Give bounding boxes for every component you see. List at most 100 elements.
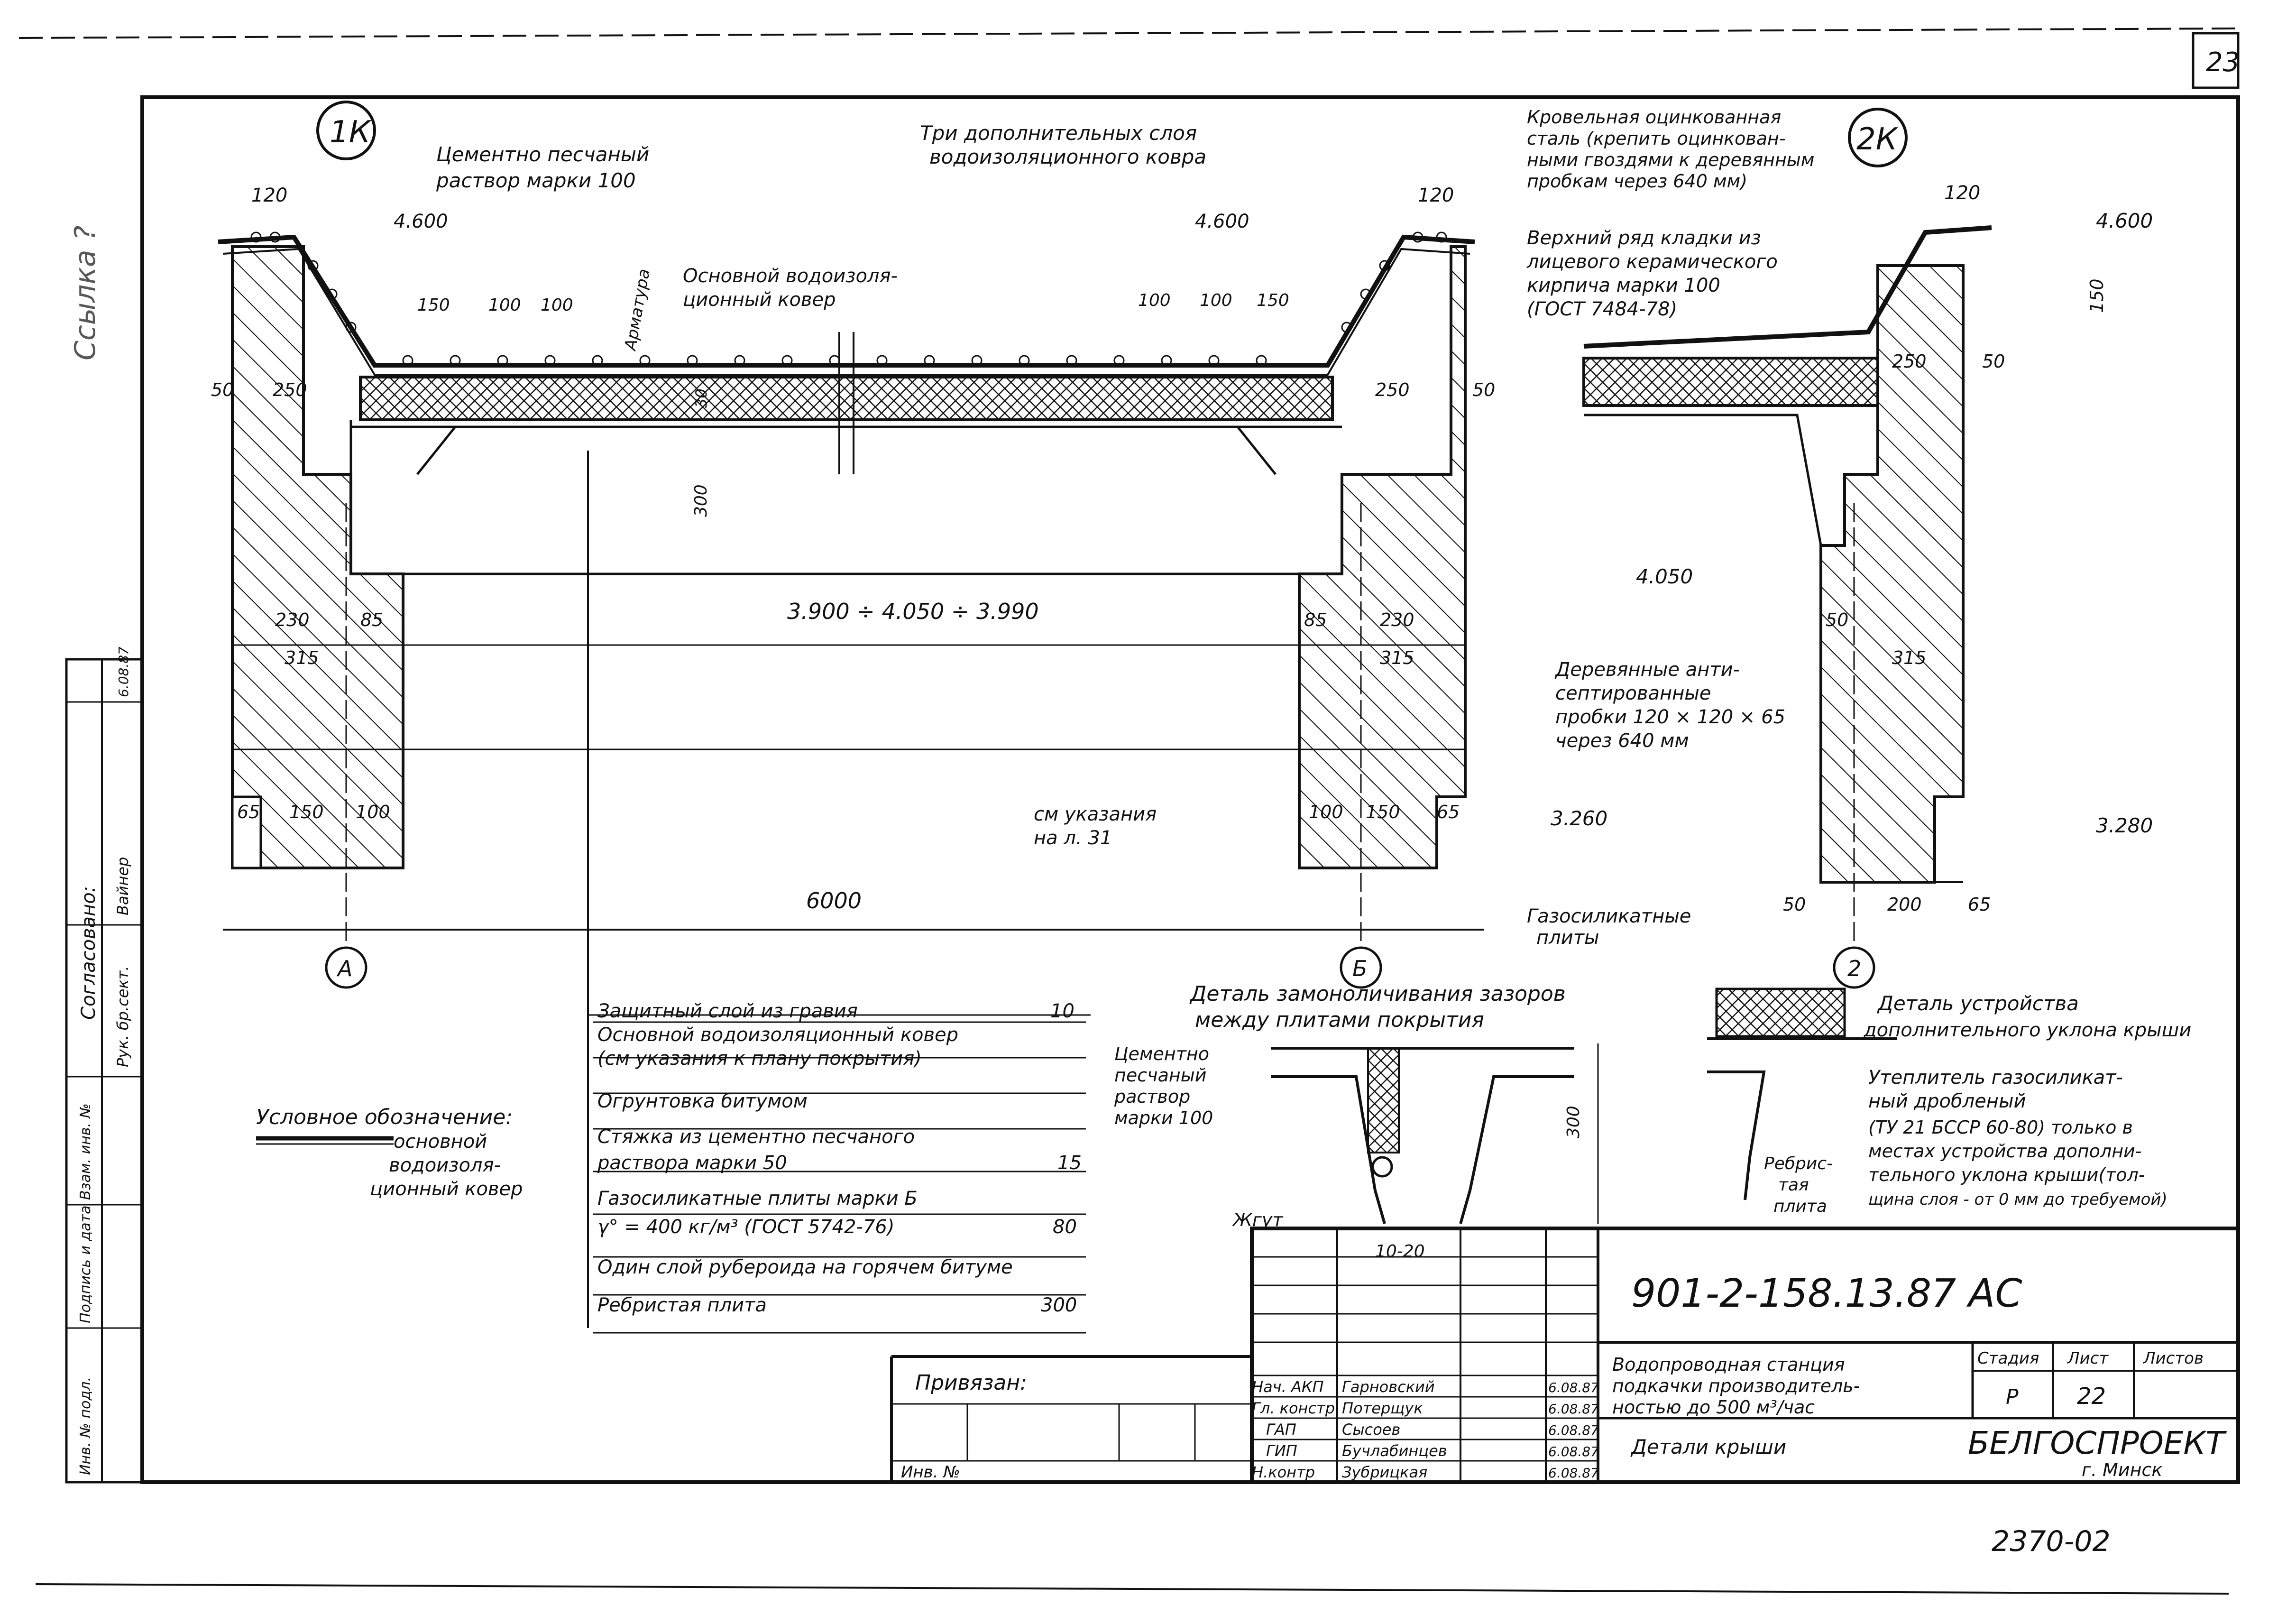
joint-mortar: Цементно — [1114, 1043, 1209, 1064]
side-sign-date: Подпись и дата — [77, 1206, 94, 1324]
reinforcement-label: Арматура — [621, 268, 654, 353]
callout-extra-layers: Три дополнительных слоя — [920, 121, 1197, 145]
joint-detail-sketch — [1271, 1043, 1599, 1224]
legend-item: водоизоля- — [389, 1154, 501, 1176]
staff-date: 6.08.87 — [1548, 1465, 1599, 1481]
staff-name: Потерщук — [1342, 1399, 1423, 1417]
legend-item: основной — [394, 1131, 487, 1153]
layers-list — [593, 1021, 1086, 1334]
level-3260: 3.260 — [1551, 807, 1607, 830]
callout-mortar: Цементно песчаный — [436, 143, 649, 166]
dim-1k-spacing-left: 100 — [541, 295, 573, 315]
dim-1k-left-50: 50 — [211, 379, 234, 400]
axis-2-circle — [1833, 946, 1875, 989]
detail-1k-marker-circle — [316, 101, 376, 160]
org-city: г. Минск — [2082, 1459, 2162, 1480]
detail-2k-marker: 2К — [1856, 122, 1899, 157]
side-date: 6.08.87 — [116, 646, 131, 697]
side-instead: Взам. инв. № — [77, 1103, 94, 1200]
layer-thickness: 300 — [1041, 1294, 1077, 1316]
layer-name: Защитный слой из гравия — [597, 1000, 858, 1022]
staff-name: Бучлабинцев — [1342, 1442, 1447, 1460]
gravel-dots — [250, 231, 1447, 366]
legend-item: ционный ковер — [370, 1178, 523, 1200]
stage-value: Р — [2006, 1385, 2019, 1409]
level-4050: 4.050 — [1636, 565, 1693, 588]
axis-b: Б — [1352, 956, 1368, 981]
detail-1k-section — [218, 231, 1484, 1328]
joint-mortar: раствор — [1114, 1086, 1190, 1107]
callout-mortar: раствор марки 100 — [436, 169, 636, 192]
staff-date: 6.08.87 — [1548, 1444, 1599, 1459]
dim-1k-spacing-left: 150 — [417, 295, 450, 315]
callout-plugs: через 640 мм — [1555, 730, 1689, 752]
slope-plates-label: Газосиликатные — [1527, 905, 1691, 927]
dim-1k-left-65: 65 — [237, 802, 260, 822]
dim-1k-right-50: 50 — [1472, 379, 1495, 400]
dim-2k-w-50b: 50 — [1826, 609, 1848, 630]
side-dept-name: Вайнер — [114, 857, 132, 915]
dim-1k-right-65: 65 — [1437, 802, 1460, 822]
callout-brick: лицевого керамического — [1526, 251, 1778, 273]
level-2k-top: 4.600 — [2096, 209, 2153, 232]
stage-head: Стадия — [1977, 1349, 2039, 1368]
slope-insulation: (ТУ 21 БССР 60-80) только в — [1868, 1117, 2133, 1138]
dim-1k-left-150: 150 — [289, 802, 324, 822]
legend-line-sample — [256, 1136, 394, 1145]
axis-a-circle — [325, 946, 367, 989]
staff-date: 6.08.87 — [1548, 1401, 1599, 1417]
layer-name: Стяжка из цементно песчаного — [597, 1126, 915, 1148]
dim-1k-spacing-left: 100 — [488, 295, 521, 315]
dim-1k-right-230: 230 — [1380, 609, 1414, 630]
slope-ribbed: Ребрис- — [1764, 1154, 1833, 1173]
level-1k-right: 4.600 — [1195, 211, 1249, 232]
slope-insulation: тельного уклона крыши(тол- — [1868, 1164, 2145, 1185]
dim-2k-w-315: 315 — [1892, 647, 1927, 668]
staff-date: 6.08.87 — [1548, 1422, 1599, 1438]
dim-2k-w-250: 250 — [1892, 351, 1927, 372]
dim-2k-top: 120 — [1944, 182, 1980, 204]
layer-name: γ° = 400 кг/м³ (ГОСТ 5742-76) — [597, 1216, 894, 1238]
layer-thickness: 10 — [1050, 1000, 1075, 1022]
project-name: ностью до 500 м³/час — [1612, 1397, 1815, 1418]
slope-title: дополнительного уклона крыши — [1863, 1019, 2191, 1041]
see-notes: на л. 31 — [1034, 827, 1112, 849]
dim-2k-w-50: 50 — [1982, 351, 2005, 372]
layer-name: Огрунтовка битумом — [597, 1090, 808, 1112]
archive-number: 2370-02 — [1992, 1525, 2111, 1558]
callout-steel: сталь (крепить оцинкован- — [1527, 128, 1786, 149]
slope-insulation: местах устройства дополни- — [1868, 1141, 2141, 1162]
joint-title: между плитами покрытия — [1195, 1008, 1484, 1032]
side-agreed: Согласовано: — [78, 886, 100, 1020]
slope-detail-sketch — [1707, 987, 1897, 1200]
dim-1k-slab-30: 30 — [692, 388, 710, 408]
margin-note: Ссылка ? — [69, 225, 102, 360]
axis-b-circle — [1340, 946, 1382, 989]
dim-2k-height-150: 150 — [2086, 278, 2107, 313]
title-block-grid — [890, 1227, 2240, 1484]
staff-name: Зубрицкая — [1342, 1463, 1427, 1481]
detail-1k-marker: 1К — [330, 115, 372, 150]
joint-mortar: марки 100 — [1114, 1107, 1213, 1128]
dim-1k-right-250: 250 — [1375, 379, 1410, 400]
callout-main-carpet: ционный ковер — [683, 289, 836, 311]
side-dept: Рук. бр.сект. — [114, 966, 132, 1067]
sheet-frame — [18, 28, 2240, 1595]
sheet-value: 22 — [2077, 1383, 2106, 1410]
dim-1k-left-230: 230 — [275, 609, 310, 630]
slope-title: Деталь устройства — [1877, 992, 2079, 1015]
slope-insulation: Утеплитель газосиликат- — [1868, 1067, 2123, 1089]
callout-main-carpet: Основной водоизоля- — [683, 265, 898, 287]
see-notes: см указания — [1034, 803, 1157, 825]
axis-a: А — [336, 956, 352, 981]
staff-role: Гл. констр — [1252, 1399, 1335, 1417]
joint-gap: 10-20 — [1375, 1242, 1425, 1261]
dim-1k-rib-300: 300 — [691, 484, 711, 517]
dim-1k-left-top: 120 — [251, 185, 287, 206]
layer-name: Ребристая плита — [597, 1294, 767, 1316]
slope-insulation: ный дробленый — [1868, 1090, 2026, 1112]
staff-role: ГАП — [1266, 1421, 1296, 1439]
sheets-head: Листов — [2142, 1349, 2204, 1368]
callout-brick: (ГОСТ 7484-78) — [1527, 298, 1677, 320]
level-3280: 3.280 — [2096, 814, 2153, 837]
